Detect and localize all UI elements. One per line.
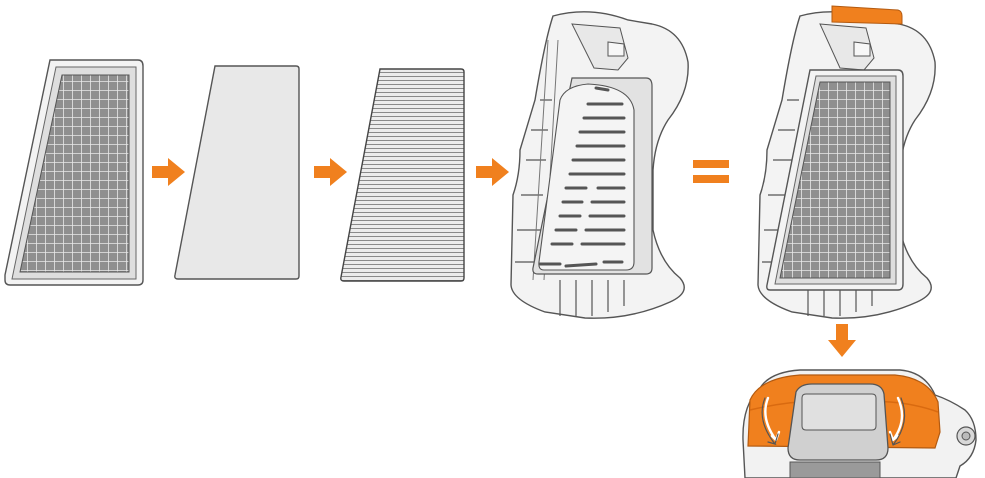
arrow-right-1	[152, 158, 185, 186]
assembled-cartridge	[758, 6, 935, 318]
handheld-device	[743, 370, 976, 478]
equals-bar-bottom	[693, 175, 729, 183]
cartridge-tab	[854, 42, 870, 56]
device-base-slot	[790, 462, 880, 478]
equals-sign	[693, 160, 729, 183]
device-side-buttons	[957, 427, 975, 445]
device-side-button-inner	[962, 432, 970, 440]
arrow-down	[828, 324, 856, 357]
cartridge-orange-cap	[832, 6, 902, 24]
arrow-right-2	[314, 158, 347, 186]
mesh-frame-filter	[5, 60, 143, 285]
filter-housing	[511, 12, 688, 318]
housing-tab	[608, 42, 624, 56]
device-latch-window	[802, 394, 876, 430]
arrow-right-3	[476, 158, 509, 186]
pleated-filter	[341, 69, 464, 281]
felt-pre-filter	[175, 66, 299, 279]
equals-bar-top	[693, 160, 729, 168]
